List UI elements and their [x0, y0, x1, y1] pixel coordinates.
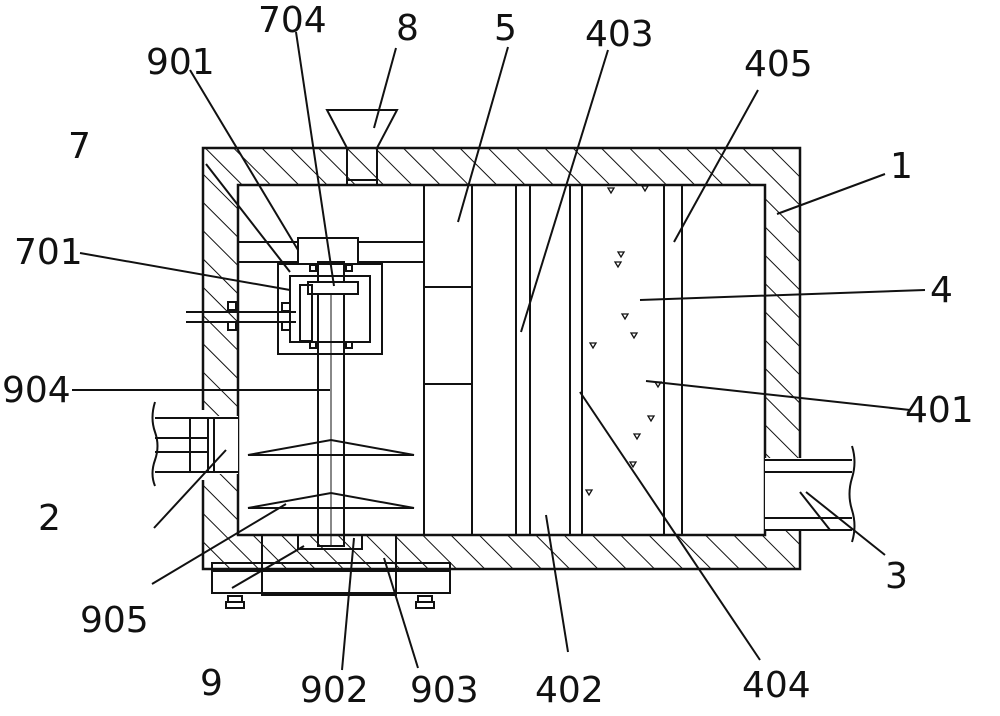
base-assembly — [211, 534, 451, 609]
label-903: 903 — [410, 670, 479, 711]
label-8: 8 — [396, 8, 419, 49]
label-904: 904 — [2, 370, 71, 411]
label-901: 901 — [146, 42, 215, 83]
label-2: 2 — [38, 498, 61, 539]
label-905: 905 — [80, 600, 149, 641]
feed-hopper — [325, 109, 399, 186]
label-405: 405 — [744, 44, 813, 85]
leader-lines — [72, 31, 926, 671]
label-3: 3 — [885, 556, 908, 597]
label-4: 4 — [930, 270, 953, 311]
label-9: 9 — [200, 663, 223, 704]
callout-labels: 1 2 3 4 5 7 8 9 401 402 403 404 405 701 … — [2, 0, 974, 711]
label-701: 701 — [14, 232, 83, 273]
label-404: 404 — [742, 665, 811, 706]
label-401: 401 — [905, 390, 974, 431]
housing-walls — [201, 146, 802, 571]
label-704: 704 — [258, 0, 327, 41]
label-5: 5 — [494, 8, 517, 49]
label-1: 1 — [890, 146, 913, 187]
label-402: 402 — [535, 670, 604, 711]
filter-assembly — [423, 184, 683, 536]
label-403: 403 — [585, 14, 654, 55]
label-7: 7 — [68, 126, 91, 167]
inlet-pipe — [150, 401, 238, 487]
motor-assembly — [186, 237, 425, 547]
label-902: 902 — [300, 670, 369, 711]
